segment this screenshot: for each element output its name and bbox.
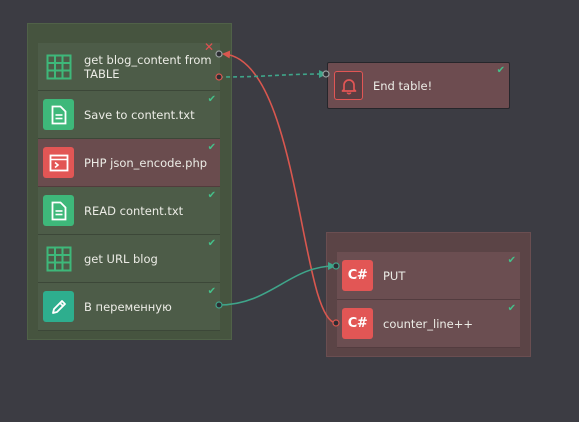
node-save-to-content[interactable]: Save to content.txt ✔ (38, 91, 220, 139)
node-read-content[interactable]: READ content.txt ✔ (38, 187, 220, 235)
check-icon: ✔ (207, 286, 216, 297)
node-end-table[interactable]: End table! ✔ (327, 62, 510, 109)
check-icon: ✔ (507, 303, 516, 314)
node-get-blog-content[interactable]: get blog_content from TABLE ✕ (38, 40, 220, 91)
output-port (215, 73, 223, 81)
error-x-icon: ✕ (203, 40, 214, 54)
input-port (322, 70, 330, 78)
wire-variable-to-put (218, 262, 336, 306)
input-port (332, 319, 340, 327)
node-label: В переменную (84, 299, 172, 314)
check-icon: ✔ (507, 255, 516, 266)
check-icon: ✔ (207, 238, 216, 249)
node-label: Save to content.txt (84, 107, 195, 122)
csharp-icon: C# (342, 260, 373, 291)
input-port (332, 262, 340, 270)
node-label: get blog_content from TABLE (84, 52, 212, 81)
node-label: PHP json_encode.php (84, 155, 208, 170)
node-label: End table! (373, 78, 433, 93)
file-icon (43, 99, 74, 130)
wire-get-blog-to-end (218, 70, 327, 79)
output-port (215, 50, 223, 58)
node-label: counter_line++ (383, 316, 474, 331)
node-put[interactable]: C# PUT ✔ (337, 252, 520, 300)
pencil-icon (43, 291, 74, 322)
node-php-json-encode[interactable]: PHP json_encode.php ✔ (38, 139, 220, 187)
table-icon (43, 243, 74, 274)
wire-counter-to-get-blog (222, 50, 337, 324)
check-icon: ✔ (207, 142, 216, 153)
output-port (215, 301, 223, 309)
bell-icon (334, 71, 363, 100)
node-get-url-blog[interactable]: get URL blog ✔ (38, 235, 220, 283)
check-icon: ✔ (496, 65, 505, 76)
node-label: get URL blog (84, 251, 158, 266)
csharp-icon: C# (342, 308, 373, 339)
node-v-peremennuyu[interactable]: В переменную ✔ (38, 283, 220, 331)
check-icon: ✔ (207, 190, 216, 201)
table-icon (43, 51, 74, 82)
csharp-icon-text: C# (347, 267, 368, 283)
red-node-group[interactable]: C# PUT ✔ C# counter_line++ ✔ (326, 232, 531, 357)
node-label: PUT (383, 268, 406, 283)
node-label: READ content.txt (84, 203, 184, 218)
csharp-icon-text: C# (347, 315, 368, 331)
file-icon (43, 195, 74, 226)
check-icon: ✔ (207, 94, 216, 105)
node-counter-line[interactable]: C# counter_line++ ✔ (337, 300, 520, 348)
green-node-group[interactable]: get blog_content from TABLE ✕ Save to co… (27, 23, 232, 340)
php-script-icon (43, 147, 74, 178)
